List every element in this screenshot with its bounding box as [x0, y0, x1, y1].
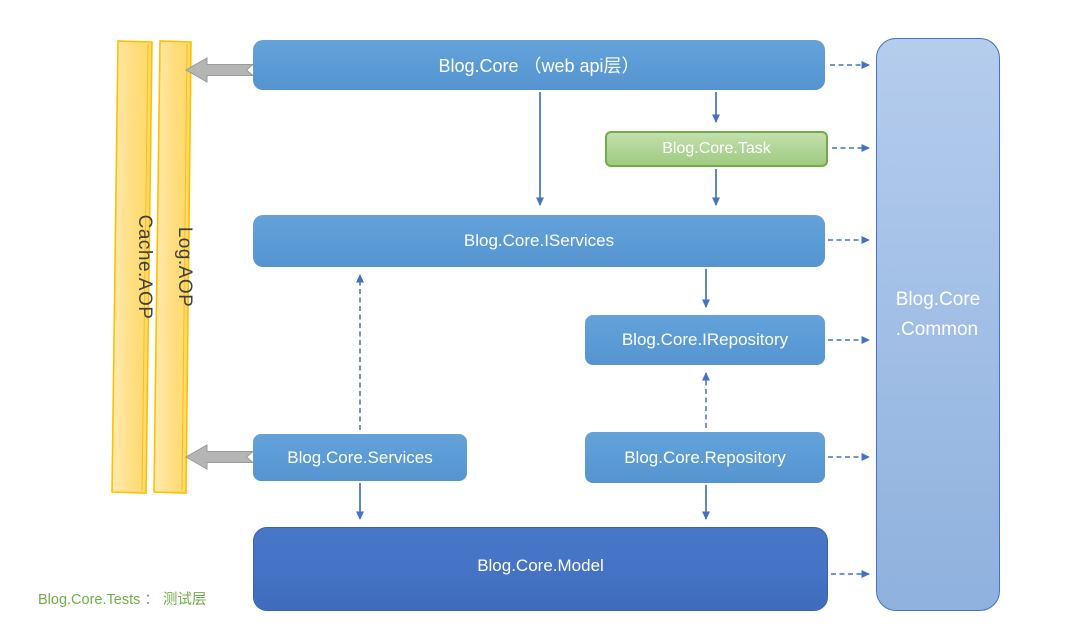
node-blog-core-irepository-label: Blog.Core.IRepository	[621, 330, 789, 349]
cache-aop-ribbon	[111, 40, 153, 494]
legend-notes: Blog.Core.Tests ： 测试层 Blog.Core.Frame： 模…	[38, 548, 210, 630]
node-blog-core-task-label: Blog.Core.Task	[662, 140, 771, 157]
log-aop-ribbon	[153, 40, 192, 494]
node-blog-core-model-label: Blog.Core.Model	[477, 556, 604, 575]
cache-aop-label: Cache.AOP	[134, 215, 155, 320]
node-blog-core-common-label-line1: Blog.Core	[895, 289, 981, 311]
node-blog-core-repository: Blog.Core.Repository	[585, 432, 825, 483]
node-blog-core-common-label-line2: .Common	[895, 318, 979, 340]
node-blog-core-iservices-label: Blog.Core.IServices	[463, 231, 615, 250]
node-blog-core-repository-label: Blog.Core.Repository	[624, 447, 786, 467]
node-blog-core-irepository: Blog.Core.IRepository	[585, 315, 825, 365]
gray-arrow-webapi-to-aop	[184, 57, 255, 83]
log-aop-label: Log.AOP	[174, 227, 195, 308]
legend-line-tests: Blog.Core.Tests ： 测试层	[38, 592, 207, 608]
node-blog-core-services: Blog.Core.Services	[253, 434, 467, 481]
node-blog-core-model: Blog.Core.Model	[253, 527, 828, 611]
gray-arrow-services-to-aop	[184, 444, 255, 470]
node-blog-core-webapi: Blog.Core （web api层）	[253, 40, 825, 90]
node-blog-core-common: Blog.Core .Common	[876, 38, 1000, 611]
node-blog-core-iservices: Blog.Core.IServices	[253, 215, 825, 267]
node-blog-core-webapi-label: Blog.Core （web api层）	[438, 56, 640, 76]
node-blog-core-task: Blog.Core.Task	[605, 131, 828, 167]
node-blog-core-services-label: Blog.Core.Services	[287, 447, 433, 467]
